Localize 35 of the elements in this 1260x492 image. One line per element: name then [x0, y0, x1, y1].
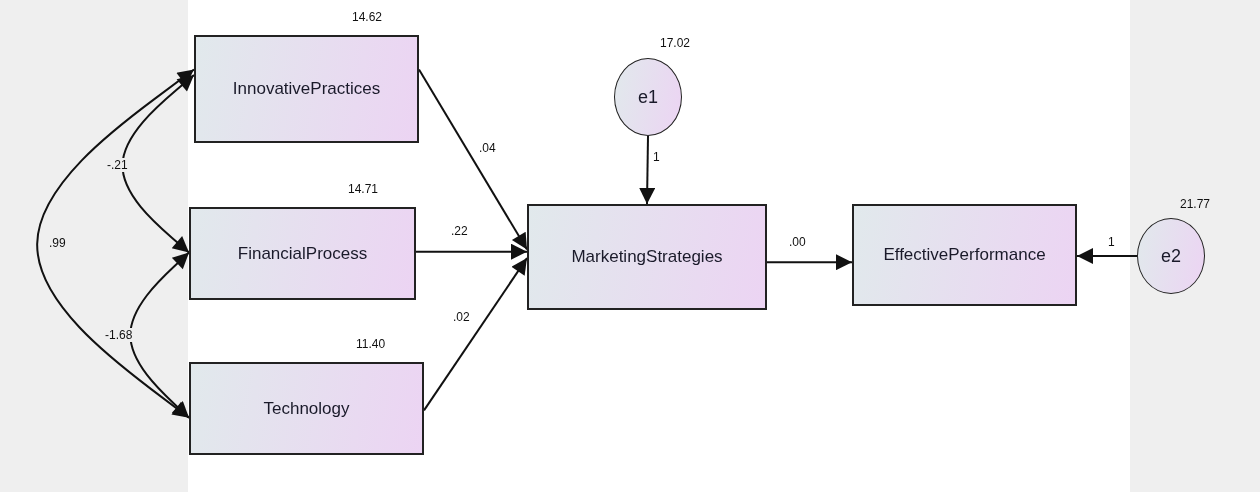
variable-name: e1: [638, 86, 658, 108]
variable-name: MarketingStrategies: [571, 247, 723, 267]
variable-box: [852, 204, 1077, 306]
variable-box: [527, 204, 767, 310]
covariance-arrow: [36, 68, 195, 419]
path-arrow: [639, 135, 656, 205]
path-coefficient: .00: [788, 235, 807, 249]
variance-value: 11.40: [356, 337, 386, 351]
path-coefficient: .04: [478, 141, 497, 155]
variable-name: e2: [1161, 245, 1181, 267]
path-arrow: [766, 254, 853, 271]
variable-box: [194, 35, 419, 143]
path-coefficient: .99: [48, 236, 67, 250]
path-arrow: [415, 243, 528, 260]
variance-value: 17.02: [660, 36, 691, 50]
covariance-arrow: [129, 251, 190, 419]
variance-value: 21.77: [1180, 197, 1211, 211]
variable-name: EffectivePerformance: [883, 245, 1046, 265]
path-arrow: [418, 68, 528, 251]
path-coefficient: -1.68: [104, 328, 134, 342]
variable-name: Technology: [263, 398, 350, 419]
path-coefficient: 1: [652, 150, 661, 164]
variable-name: InnovativePractices: [232, 79, 381, 99]
variance-value: 14.62: [352, 10, 383, 24]
covariance-arrow: [121, 73, 195, 254]
path-coefficient: .22: [450, 224, 469, 238]
path-arrow: [1076, 248, 1138, 264]
path-arrow: [423, 257, 528, 412]
variable-name: FinancialProcess: [237, 243, 368, 264]
path-coefficient: .02: [452, 310, 471, 324]
variance-value: 14.71: [348, 182, 379, 196]
path-coefficient: 1: [1107, 235, 1116, 249]
path-coefficient: -.21: [106, 158, 129, 172]
variable-box: [189, 207, 416, 300]
variable-box: [189, 362, 424, 455]
